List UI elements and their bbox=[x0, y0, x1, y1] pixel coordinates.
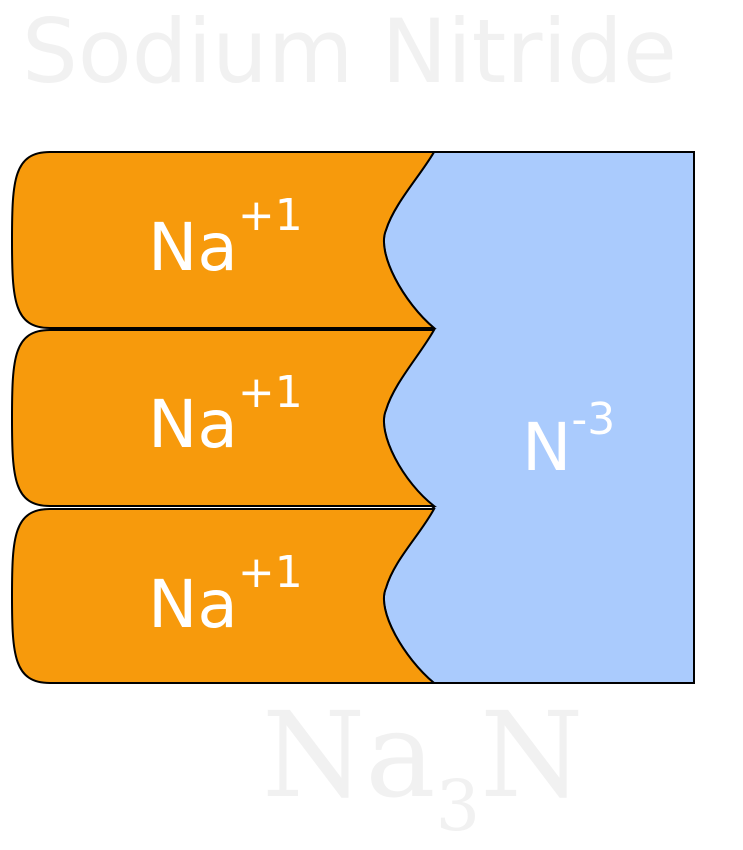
cation-symbol: Na bbox=[148, 566, 238, 643]
cation-symbol: Na bbox=[148, 209, 238, 286]
formula-element-1: Na bbox=[262, 686, 436, 824]
cation-block-1 bbox=[10, 151, 437, 329]
chemical-formula: Na3N bbox=[262, 690, 583, 847]
anion-symbol: N bbox=[522, 409, 571, 486]
cation-charge: +1 bbox=[238, 190, 303, 241]
page-title: Sodium Nitride bbox=[22, 0, 677, 103]
anion-charge: -3 bbox=[571, 394, 615, 445]
cation-block-2 bbox=[10, 329, 437, 507]
cation-label-1: Na+1 bbox=[148, 190, 303, 286]
cation-charge: +1 bbox=[238, 547, 303, 598]
cation-charge: +1 bbox=[238, 367, 303, 418]
cation-label-2: Na+1 bbox=[148, 367, 303, 463]
cation-symbol: Na bbox=[148, 386, 238, 463]
anion-label: N-3 bbox=[522, 394, 615, 486]
cation-block-3 bbox=[10, 508, 437, 684]
formula-subscript: 3 bbox=[435, 765, 481, 847]
cation-label-3: Na+1 bbox=[148, 547, 303, 643]
formula-element-2: N bbox=[480, 686, 584, 824]
